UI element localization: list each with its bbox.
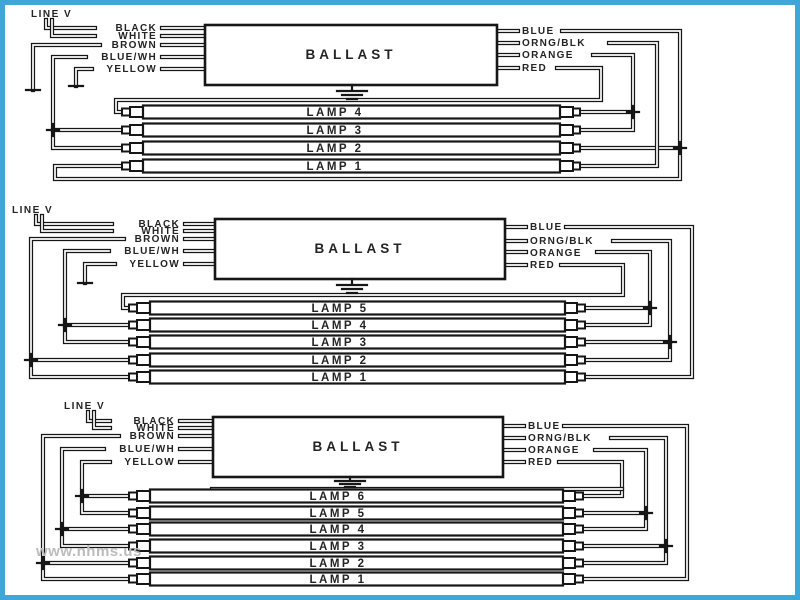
wire-label-red: RED xyxy=(530,260,555,271)
lamp-row: LAMP 3 xyxy=(128,538,584,554)
lamp-label: LAMP 4 xyxy=(312,320,369,332)
wire-label-black: BLACK xyxy=(116,23,158,34)
lamp-label: LAMP 1 xyxy=(312,372,369,384)
ballast-label: BALLAST xyxy=(306,47,397,62)
lamp-row: LAMP 2 xyxy=(128,555,584,571)
ballast-box xyxy=(213,217,507,281)
wire-label-orange: ORANGE xyxy=(528,445,580,456)
ballast-label: BALLAST xyxy=(313,439,404,454)
wire-label-orng-blk: ORNG/BLK xyxy=(530,236,594,247)
lamp-row: LAMP 4 xyxy=(128,521,584,537)
wire-label-orng-blk: ORNG/BLK xyxy=(528,433,592,444)
lamp-label: LAMP 4 xyxy=(307,107,364,119)
lamp-row: LAMP 5 xyxy=(128,300,586,316)
lamp-label: LAMP 3 xyxy=(312,337,369,349)
lamp-row: LAMP 5 xyxy=(128,505,584,521)
ballast-box xyxy=(203,23,499,87)
wire-label-blue: BLUE xyxy=(522,26,554,37)
junction-marks xyxy=(23,300,678,368)
wire-label-white: WHITE xyxy=(141,226,180,237)
panel-5-lamp: LAMP 5 LAMP 4 LAMP 3 LAMP 2 LAMP 1 LIN xyxy=(12,205,695,385)
wire-label-blue-wh: BLUE/WH xyxy=(101,52,157,63)
wire-label-brown: BROWN xyxy=(130,431,175,442)
wire-label-orange: ORANGE xyxy=(530,248,582,259)
wire-label-blue-wh: BLUE/WH xyxy=(124,246,180,257)
lamp-row: LAMP 1 xyxy=(128,571,584,587)
junction-marks xyxy=(45,104,688,156)
wire-label-yellow: YELLOW xyxy=(129,259,180,270)
lamp-label: LAMP 2 xyxy=(307,143,364,155)
lamp-label: LAMP 5 xyxy=(312,303,369,315)
panel-6-lamp: LAMP 6 LAMP 5 LAMP 4 LAMP 3 LAMP 2 xyxy=(35,401,690,587)
wire-label-orng-blk: ORNG/BLK xyxy=(522,38,586,49)
lamp-row: LAMP 3 xyxy=(121,122,581,138)
lamp-row: LAMP 3 xyxy=(128,334,586,350)
lamp-label: LAMP 3 xyxy=(307,125,364,137)
line-v-label: LINE V xyxy=(31,9,72,20)
wire-label-blue: BLUE xyxy=(528,421,560,432)
ground-icon xyxy=(333,475,367,489)
ground-icon xyxy=(335,83,369,101)
wire-label-black: BLACK xyxy=(139,219,181,230)
lamp-row: LAMP 6 xyxy=(128,488,584,504)
lamp-row: LAMP 2 xyxy=(128,352,586,368)
lamp-row: LAMP 1 xyxy=(121,158,581,174)
lamp-label: LAMP 1 xyxy=(307,161,364,173)
wire-label-brown: BROWN xyxy=(135,234,180,245)
wire-label-white: WHITE xyxy=(118,31,157,42)
wire-label-yellow: YELLOW xyxy=(106,64,157,75)
wire-label-blue-wh: BLUE/WH xyxy=(119,444,175,455)
wire-label-brown: BROWN xyxy=(112,40,157,51)
ballast-label: BALLAST xyxy=(315,241,406,256)
line-v-label: LINE V xyxy=(64,401,105,412)
lamp-label: LAMP 5 xyxy=(310,508,367,520)
wire-label-black: BLACK xyxy=(134,416,176,427)
lamp-label: LAMP 3 xyxy=(310,541,367,553)
wire-label-yellow: YELLOW xyxy=(124,457,175,468)
wire-label-orange: ORANGE xyxy=(522,50,574,61)
wire-label-red: RED xyxy=(522,63,547,74)
lamp-row: LAMP 2 xyxy=(121,140,581,156)
junction-marks xyxy=(35,488,674,571)
ballast-box xyxy=(211,415,505,479)
wire-label-white: WHITE xyxy=(136,423,175,434)
lamp-row: LAMP 1 xyxy=(128,369,586,385)
line-v-label: LINE V xyxy=(12,205,53,216)
panel-4-lamp: LAMP 4 LAMP 3 LAMP 2 LAMP 1 LINE V BLACK… xyxy=(24,9,688,182)
lamp-label: LAMP 6 xyxy=(310,491,367,503)
lamp-label: LAMP 2 xyxy=(312,355,369,367)
lamp-label: LAMP 4 xyxy=(310,524,367,536)
lamp-row: LAMP 4 xyxy=(128,317,586,333)
wire-label-blue: BLUE xyxy=(530,222,562,233)
lamp-label: LAMP 2 xyxy=(310,558,367,570)
wire-label-red: RED xyxy=(528,457,553,468)
watermark: www.nhms.us xyxy=(35,543,142,560)
lamp-label: LAMP 1 xyxy=(310,574,367,586)
ground-icon xyxy=(335,277,369,295)
lamp-row: LAMP 4 xyxy=(121,104,581,120)
